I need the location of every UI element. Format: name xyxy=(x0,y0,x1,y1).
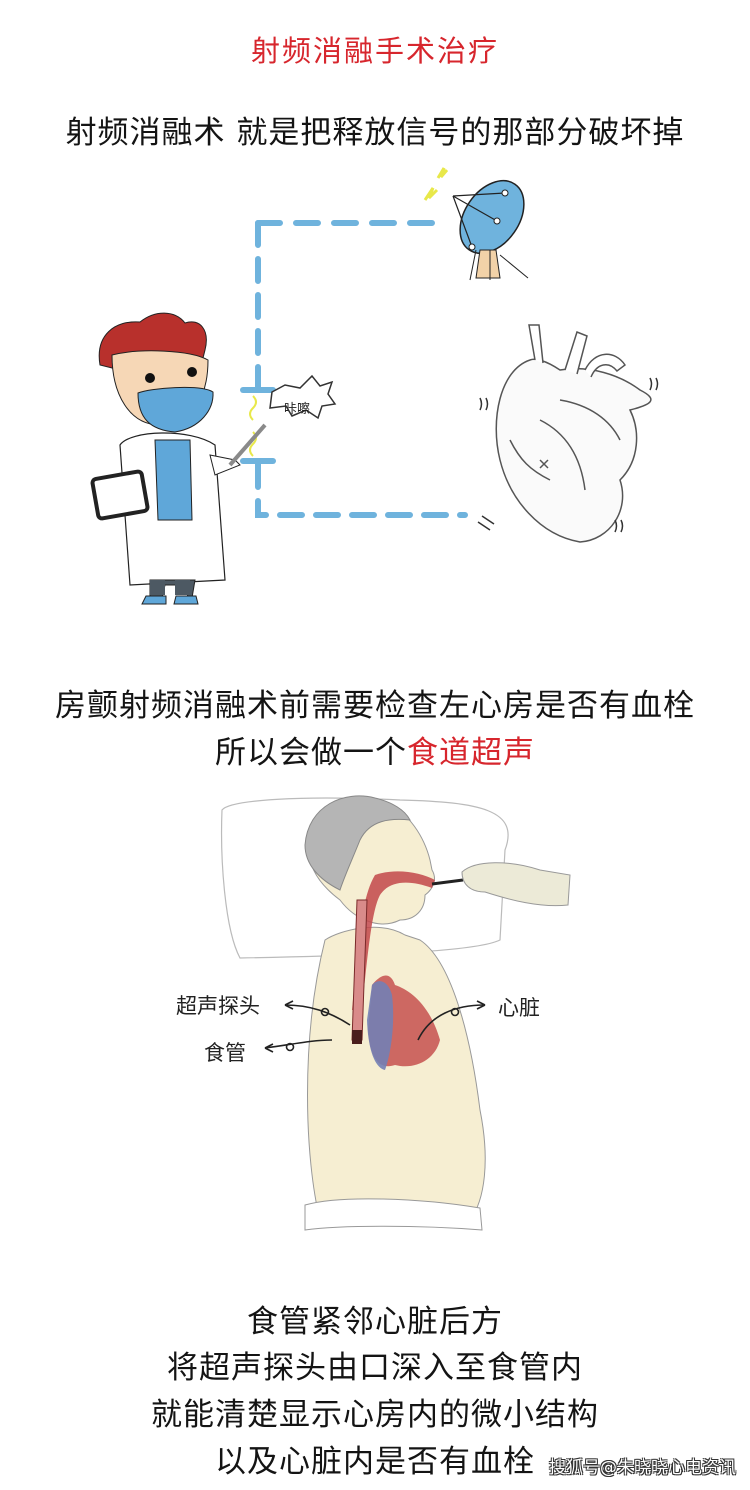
caption-highlight: 食道超声 xyxy=(407,735,535,771)
heart-icon xyxy=(495,324,652,543)
section1-caption: 射频消融术 就是把释放信号的那部分破坏掉 xyxy=(65,115,685,151)
ablation-illustration xyxy=(90,167,659,605)
spark-icon xyxy=(249,395,257,421)
section2-caption-line2: 所以会做一个食道超声 xyxy=(0,727,750,772)
section3-line-1: 食管紧邻心脏后方 xyxy=(247,1304,503,1340)
section3-line-4: 以及心脏内是否有血栓 xyxy=(215,1444,535,1480)
dashed-circuit xyxy=(240,220,468,518)
speech-bubble xyxy=(269,374,337,420)
section2-caption-line1: 房颤射频消融术前需要检查左心房是否有血栓 xyxy=(55,688,695,724)
vibration-marks xyxy=(477,377,659,533)
speech-bubble-text: 咔嚓 xyxy=(284,402,311,417)
page-title: 射频消融手术治疗 xyxy=(250,34,499,68)
watermark: 搜狐号@朱晓晓心电资讯 xyxy=(549,1458,736,1478)
caption-prefix: 所以会做一个 xyxy=(215,735,407,771)
tee-illustration xyxy=(220,795,571,1231)
section3-line-3: 就能清楚显示心房内的微小结构 xyxy=(151,1397,599,1433)
satellite-dish-icon xyxy=(423,167,529,281)
section3-line-2: 将超声探头由口深入至食管内 xyxy=(167,1350,583,1386)
doctor-icon xyxy=(90,312,267,605)
scalpel-icon xyxy=(228,423,267,467)
label-esophagus: 食管 xyxy=(204,1041,246,1065)
label-probe: 超声探头 xyxy=(176,994,260,1018)
label-heart: 心脏 xyxy=(498,996,540,1020)
